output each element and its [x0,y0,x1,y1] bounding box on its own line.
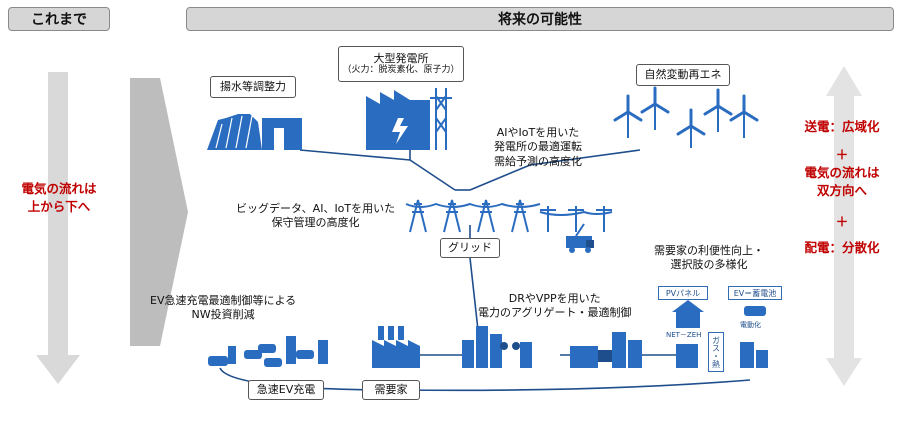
large-power-plant-icon [366,88,452,150]
bigdata-annotation: ビッグデータ、AI、IoTを用いた 保守管理の高度化 [236,202,395,231]
ai-plant-line1: AIやIoTを用いた [496,126,580,139]
pumped-hydro-text: 揚水等調整力 [220,80,286,94]
left-flow-line2: 上から下へ [27,199,91,215]
electrification-label: 電動化 [740,320,761,330]
rapid-ev-label: 急速EV充電 [248,380,324,400]
renewables-label: 自然変動再エネ [636,64,730,86]
pumped-hydro-icon [207,114,302,150]
consumer-benefit-line2: 選択肢の多様化 [670,258,748,272]
large-power-plant-label: 大型発電所 （火力：脱炭素化、原子力） [338,46,464,82]
right-plus2: ＋ [835,213,849,229]
consumer-benefit-annotation: 需要家の利便性向上・ 選択肢の多様化 [654,244,764,273]
ev-chargers-icon [208,336,328,367]
header-future: 将来の可能性 [186,7,894,31]
pumped-hydro-label: 揚水等調整力 [210,76,296,98]
large-power-line1: 大型発電所 [373,51,429,65]
house-icon [672,300,768,368]
pv-panel-label: PVパネル [658,286,708,300]
ev-line1: EV急速充電最適制御等による [150,294,297,307]
downward-flow-arrow [36,72,80,384]
left-flow-text: 電気の流れは 上から下へ [10,180,108,216]
right-side-text: 送電：広域化 ＋ 電気の流れは 双方向へ ＋ 配電：分散化 [786,118,898,257]
wind-turbines-icon [613,86,759,148]
right-line3: 双方向へ [816,183,867,199]
ev-line2: NW投資削減 [191,308,255,322]
dr-vpp-annotation: DRやVPPを用いた 電力のアグリゲート・最適制御 [478,292,631,321]
dr-line2: 電力のアグリゲート・最適制御 [478,306,632,320]
ai-plant-annotation: AIやIoTを用いた 発電所の最適運転 需給予測の高度化 [494,126,582,169]
gas-heat-label: ガス・熱 [708,332,724,372]
chevron-arrow [130,78,188,346]
rapid-ev-text: 急速EV充電 [256,383,316,397]
bidirectional-arrow [826,66,862,386]
left-flow-line1: 電気の流れは [21,181,97,196]
bigdata-line1: ビッグデータ、AI、IoTを用いた [236,202,396,215]
ai-plant-line2: 発電所の最適運転 [494,140,582,154]
ev-storage-text: EV＝蓄電池 [733,288,777,298]
right-plus1: ＋ [835,147,849,163]
net-zeh-label: NET－ZEH [666,330,701,340]
header-future-label: 将来の可能性 [498,12,582,28]
transmission-towers-icon [405,199,613,233]
right-line4: 配電：分散化 [804,239,880,255]
bigdata-line2: 保守管理の高度化 [271,216,360,230]
dr-line1: DRやVPPを用いた [508,292,601,305]
right-line2: 電気の流れは [804,165,880,181]
grid-text: グリッド [448,241,492,255]
header-so-far-label: これまで [31,12,87,28]
electrification-text: 電動化 [740,321,761,329]
consumer-benefit-line1: 需要家の利便性向上・ [654,244,764,257]
pv-panel-text: PVパネル [665,288,701,298]
grid-label: グリッド [440,238,500,258]
right-line1: 送電：広域化 [804,119,880,134]
consumer-label: 需要家 [362,380,420,400]
renewables-text: 自然変動再エネ [644,68,722,82]
factory-icon [372,326,420,368]
commercial-buildings-icon [570,332,642,368]
office-buildings-icon [462,326,532,368]
net-zeh-text: NET－ZEH [666,331,702,339]
ev-storage-label: EV＝蓄電池 [728,286,782,300]
large-power-line2: （火力：脱炭素化、原子力） [342,65,460,76]
header-so-far: これまで [8,7,110,31]
maintenance-truck-icon [566,223,594,253]
ai-plant-line3: 需給予測の高度化 [494,154,582,168]
ev-annotation: EV急速充電最適制御等による NW投資削減 [150,294,296,323]
consumer-text: 需要家 [374,383,408,397]
gas-heat-text: ガス・熱 [711,336,721,368]
